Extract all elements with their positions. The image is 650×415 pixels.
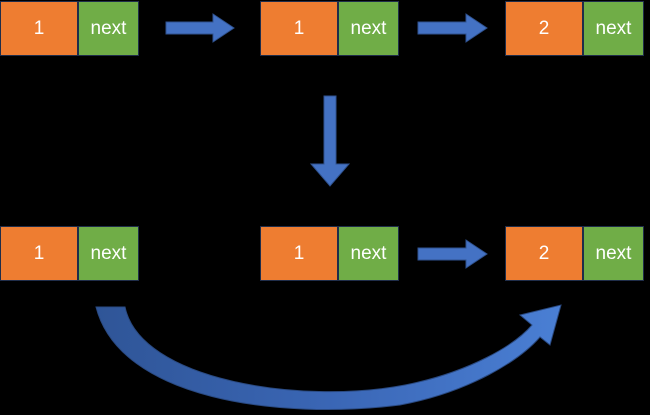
arrow-right-icon [165, 13, 235, 43]
node-next-pointer: next [78, 1, 139, 56]
node-bottom-3: 2 next [505, 226, 644, 281]
arrow-down-icon [309, 95, 351, 187]
curved-bypass-arrow-icon [95, 304, 562, 410]
arrow-right-icon [417, 239, 488, 269]
node-next-pointer: next [583, 1, 644, 56]
node-value: 1 [0, 1, 78, 56]
node-top-1: 1 next [0, 1, 139, 56]
node-top-3: 2 next [505, 1, 644, 56]
node-next-pointer: next [338, 226, 399, 281]
node-value: 1 [260, 1, 338, 56]
arrow-right-icon [417, 13, 488, 43]
node-top-2: 1 next [260, 1, 399, 56]
node-value: 1 [260, 226, 338, 281]
node-next-pointer: next [338, 1, 399, 56]
node-bottom-2: 1 next [260, 226, 399, 281]
node-value: 1 [0, 226, 78, 281]
node-next-pointer: next [583, 226, 644, 281]
node-value: 2 [505, 226, 583, 281]
node-bottom-1: 1 next [0, 226, 139, 281]
node-next-pointer: next [78, 226, 139, 281]
node-value: 2 [505, 1, 583, 56]
